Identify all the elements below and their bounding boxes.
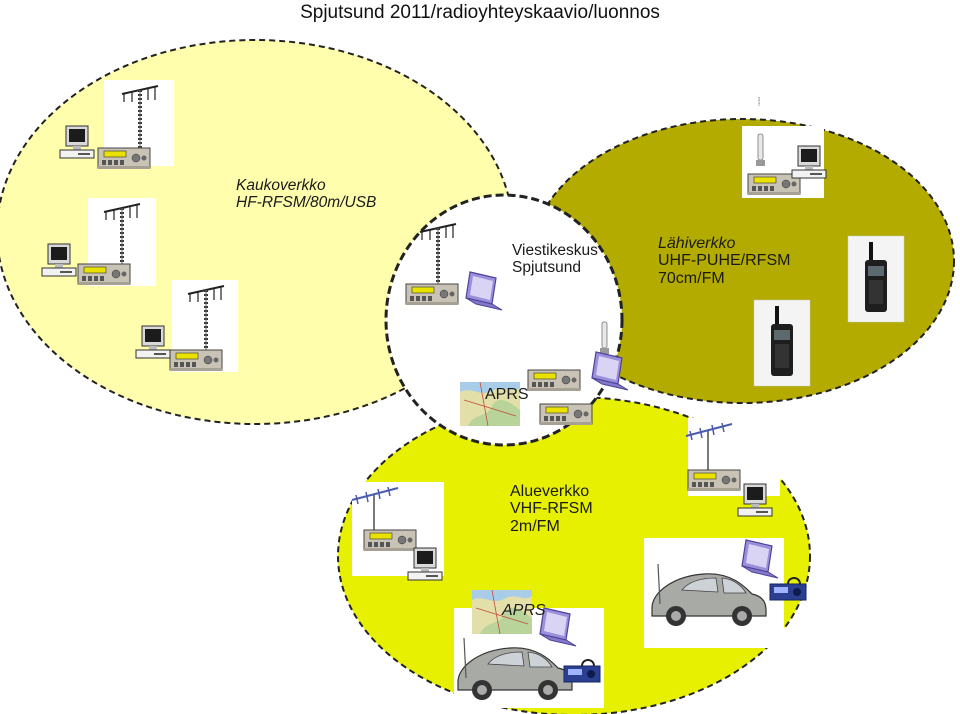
- radio-icon: [77, 263, 131, 286]
- radio-icon: [169, 349, 223, 372]
- aprs-label-vhf: APRS: [502, 602, 546, 619]
- hf-network-spec: HF-RFSM/80m/USB: [236, 193, 377, 211]
- hf-network-name: Kaukoverkko: [236, 177, 326, 194]
- uhf-network-spec: UHF-PUHE/RFSM: [658, 252, 791, 270]
- uhf-network-name: Lähiverkko: [658, 235, 736, 252]
- radio-icon: [527, 369, 581, 392]
- radio-icon: [687, 469, 741, 492]
- page-title: Spjutsund 2011/radioyhteyskaavio/luonnos: [300, 2, 660, 23]
- radio-icon: [405, 283, 459, 306]
- hf-network-label: Kaukoverkko HF-RFSM/80m/USB: [236, 177, 377, 211]
- vhf-network-label: Alueverkko VHF-RFSM 2m/FM: [510, 483, 593, 535]
- vhf-network-spec: VHF-RFSM: [510, 500, 593, 518]
- center-name: Viestikeskus: [512, 242, 598, 259]
- radio-icon: [97, 147, 151, 170]
- stray-glyph: ⸽: [758, 97, 760, 106]
- aprs-label-center: APRS: [485, 386, 529, 403]
- handheld-radio-icon: [847, 235, 905, 323]
- center-place: Spjutsund: [512, 258, 581, 276]
- handheld-radio-icon: [753, 299, 811, 387]
- radio-icon: [363, 529, 417, 552]
- vhf-network-band: 2m/FM: [510, 517, 560, 535]
- uhf-network-label: Lähiverkko UHF-PUHE/RFSM 70cm/FM: [658, 235, 790, 287]
- radio-icon: [539, 403, 593, 426]
- vhf-network-name: Alueverkko: [510, 483, 590, 500]
- center-label: Viestikeskus Spjutsund: [512, 242, 598, 276]
- uhf-network-band: 70cm/FM: [658, 269, 725, 287]
